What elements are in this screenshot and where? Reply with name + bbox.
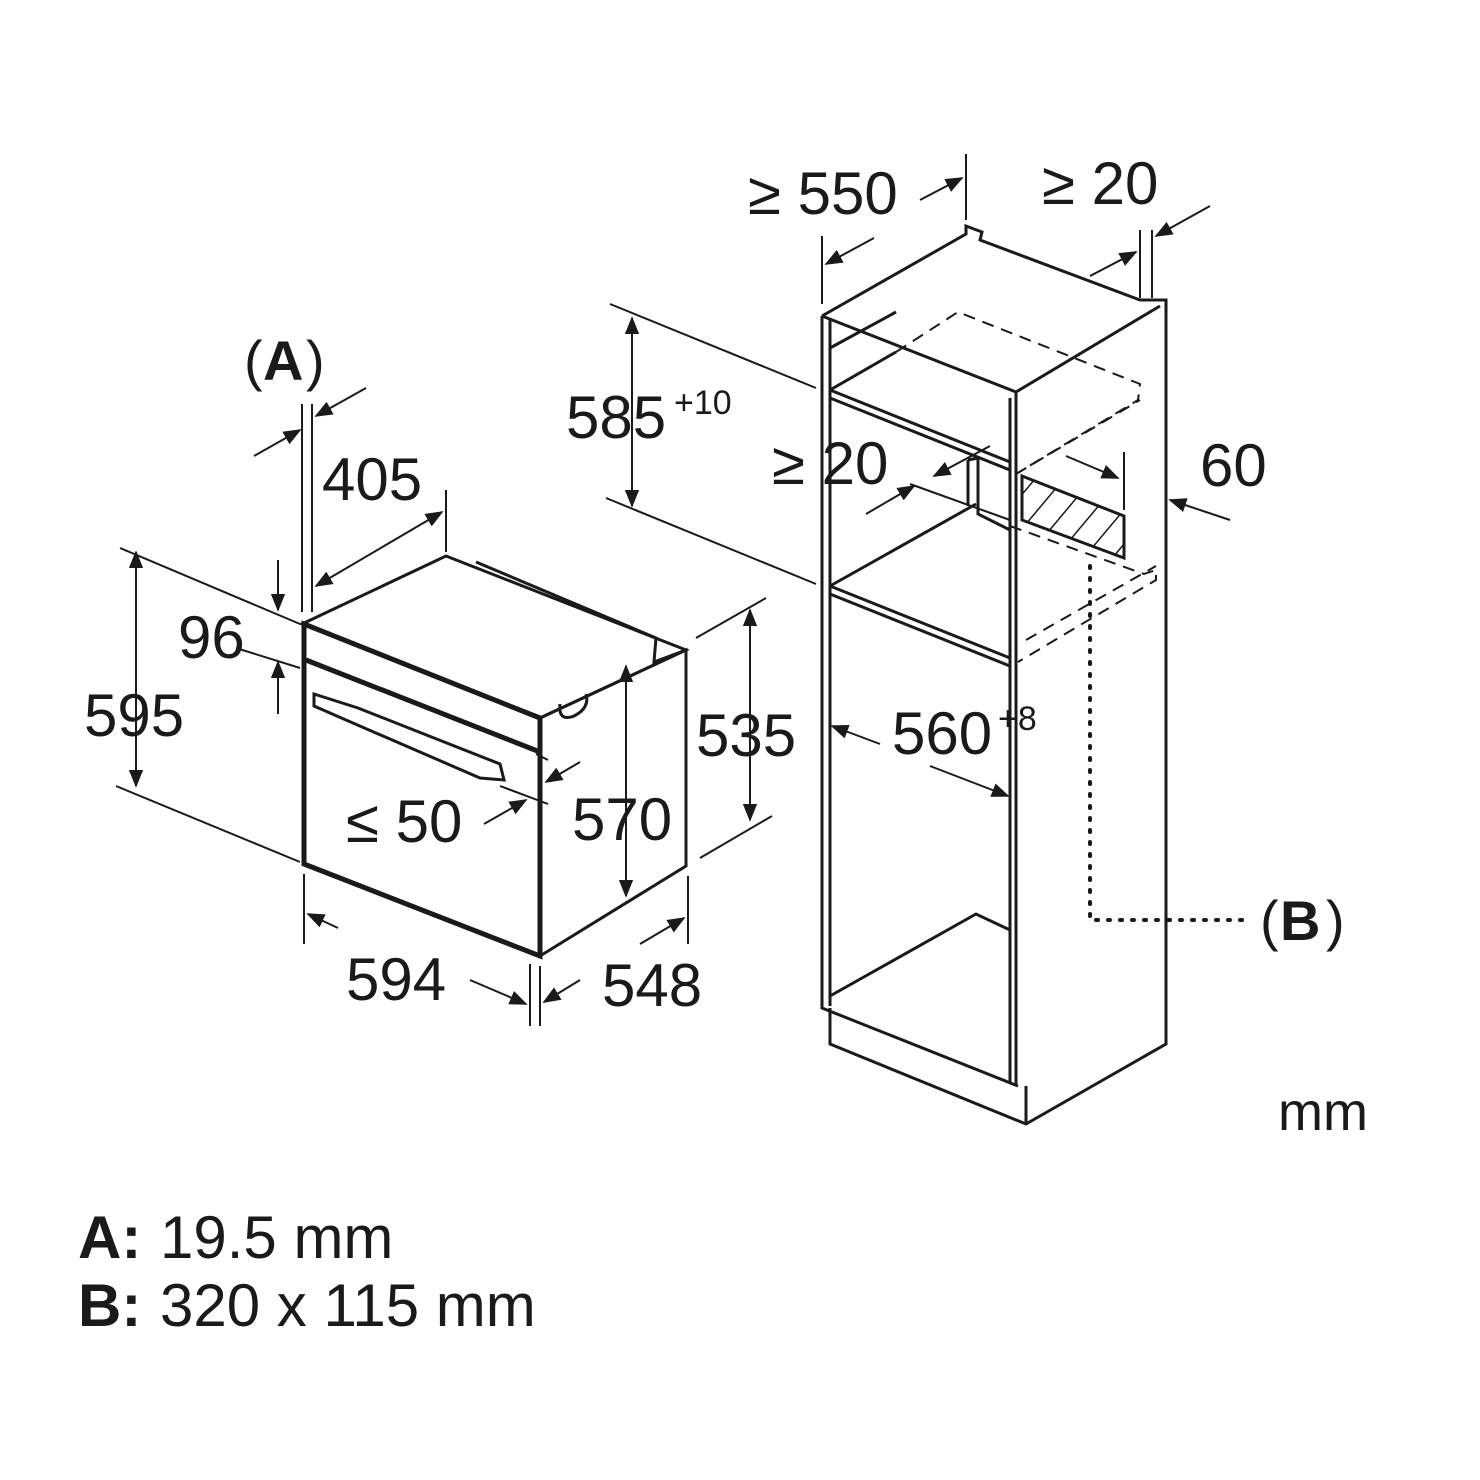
oven-side-clip: [558, 693, 589, 719]
label-a: A: [263, 329, 303, 392]
unit-label: mm: [1278, 1082, 1368, 1142]
dim-body-height: 570: [572, 786, 672, 853]
label-a-paren-close: ): [306, 329, 325, 392]
oven-control-strip: [305, 657, 541, 755]
oven-dimensions: [115, 387, 773, 1026]
dim-rear-height: 535: [696, 702, 796, 769]
dim-depth-total: 405: [322, 446, 422, 513]
oven-side: [538, 647, 688, 959]
dim-door-gap: ≤ 50: [346, 788, 462, 855]
cabinet-dimensions: [605, 154, 1231, 797]
dim-cabinet-top-gap: ≥ 20: [1042, 150, 1158, 217]
label-a-paren-open: (: [244, 329, 263, 392]
dim-niche-height: 585: [566, 384, 666, 451]
legend-a-key: A:: [78, 1204, 141, 1271]
label-b-paren-open: (: [1260, 889, 1279, 952]
oven-top: [298, 554, 690, 720]
legend-b-value: 320 x 115 mm: [160, 1272, 536, 1339]
dim-vent-depth: 60: [1200, 432, 1267, 499]
dim-cabinet-min-depth: ≥ 550: [748, 160, 898, 227]
oven-handle: [312, 691, 506, 782]
dim-niche-width: 560: [892, 700, 992, 767]
dim-panel-offset: 96: [178, 604, 245, 671]
dim-niche-width-tolerance: +8: [998, 700, 1037, 738]
label-b-leader: [1088, 564, 1246, 922]
label-b-paren-close: ): [1326, 889, 1345, 952]
dim-oven-height: 595: [84, 682, 184, 749]
vent-opening: [1020, 473, 1126, 561]
dim-shelf-gap: ≥ 20: [772, 430, 888, 497]
dim-oven-depth: 548: [602, 952, 702, 1019]
legend-b-key: B:: [78, 1272, 141, 1339]
legend-a-value: 19.5 mm: [160, 1204, 393, 1271]
label-b: B: [1280, 889, 1320, 952]
cabinet-drawing: [820, 223, 1246, 1126]
oven-drawing: [298, 554, 690, 960]
oven-top-step: [475, 560, 687, 665]
dim-oven-width: 594: [346, 946, 446, 1013]
dim-niche-height-tolerance: +10: [674, 384, 732, 422]
